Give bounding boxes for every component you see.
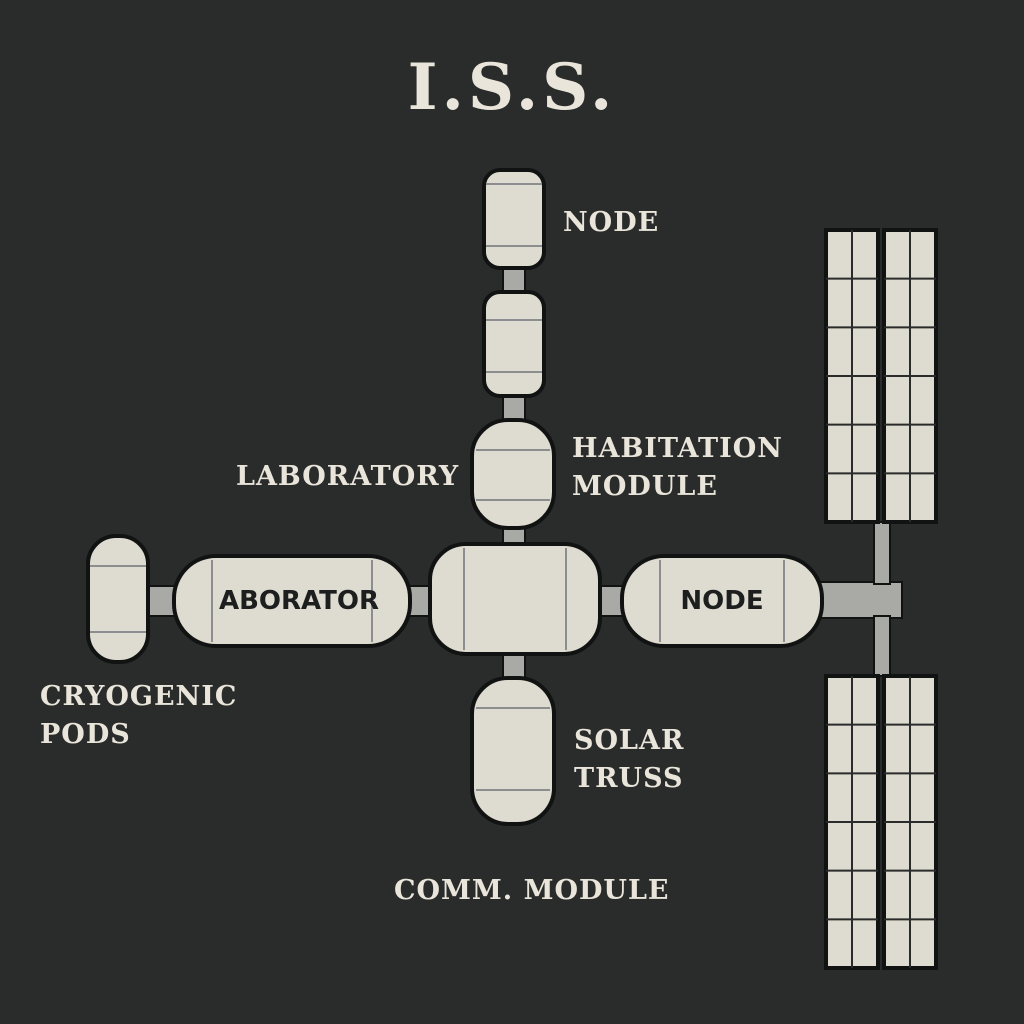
label-solar-truss: SOLAR TRUSS: [574, 725, 685, 794]
node-module-top: [482, 168, 546, 270]
core-hub: [428, 542, 602, 656]
label-aborator: ABORATOR: [218, 586, 380, 616]
node-module-right: [620, 554, 824, 648]
label-node-top: NODE: [563, 207, 660, 238]
label-habitation-module: HABITATION MODULE: [572, 433, 783, 502]
module-upper: [482, 290, 546, 398]
laboratory-module: [172, 554, 412, 648]
truss-upper-post: [873, 521, 891, 585]
solar-arrays: [824, 228, 938, 970]
connector-top-2: [502, 395, 526, 421]
habitation-module: [470, 418, 556, 530]
truss-lower-post: [873, 615, 891, 677]
truss-arm: [819, 581, 903, 619]
cryogenic-pod: [86, 534, 150, 664]
connector-cryo-lab: [145, 585, 177, 617]
diagram-title: I.S.S.: [407, 50, 617, 125]
label-node-right: NODE: [680, 586, 764, 616]
label-cryogenic-pods: CRYOGENIC PODS: [40, 681, 238, 750]
label-comm-module: COMM. MODULE: [394, 875, 670, 906]
solar-truss-module: [470, 676, 556, 826]
connector-core-bottom: [502, 653, 526, 679]
label-laboratory: LABORATORY: [236, 461, 460, 492]
